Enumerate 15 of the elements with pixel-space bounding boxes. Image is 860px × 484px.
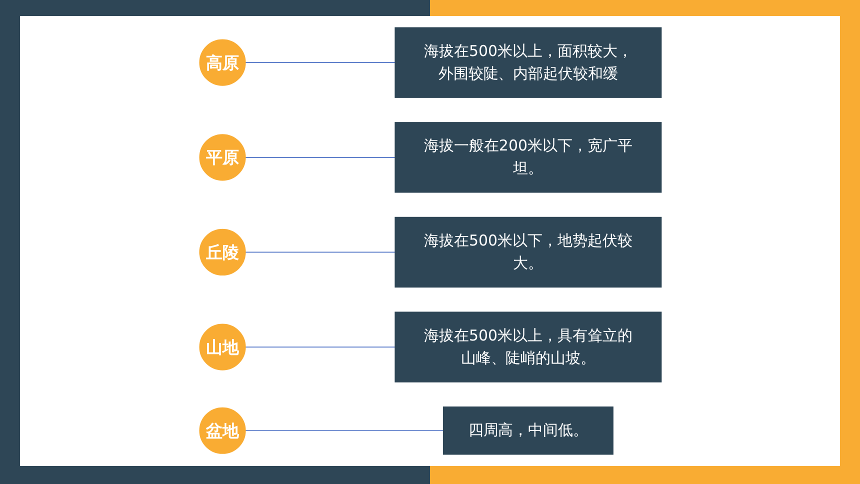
node-circle: 山地: [198, 324, 246, 370]
node-circle: 平原: [198, 134, 246, 181]
node-circle: 丘陵: [198, 228, 246, 276]
node-box: 海拔在500米以上，具有耸立的山峰、陡峭的山坡。: [394, 312, 662, 382]
connector: [244, 62, 396, 63]
node-box: 海拔在500米以下，地势起伏较大。: [394, 216, 662, 288]
node-circle: 高原: [198, 39, 246, 86]
node-box: 海拔在500米以上，面积较大，外围较陡、内部起伏较和缓: [394, 27, 662, 98]
connector: [244, 346, 396, 348]
node-circle: 盆地: [198, 407, 246, 454]
connector: [244, 157, 396, 158]
connector: [244, 252, 396, 253]
connector: [244, 430, 444, 432]
node-box: 四周高，中间低。: [442, 406, 613, 455]
node-box: 海拔一般在200米以下，宽广平坦。: [394, 122, 662, 193]
